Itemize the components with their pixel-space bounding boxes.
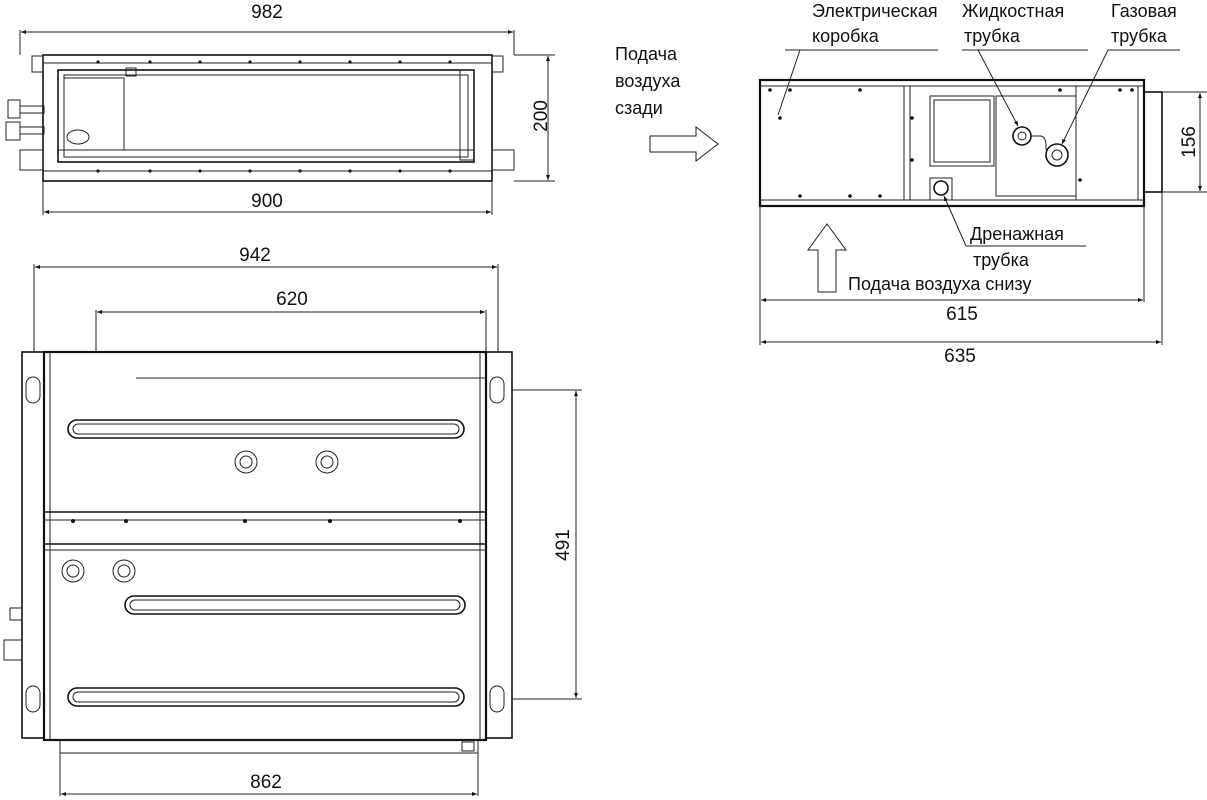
side-view: Электрическая коробка Жидкостная трубка … <box>758 1 1207 367</box>
rear-air-line-3: сзади <box>615 98 663 118</box>
bottom-air-arrow-icon <box>807 223 847 293</box>
electrical-box-line-2: коробка <box>812 26 880 46</box>
rear-air-line-2: воздуха <box>615 71 681 91</box>
dim-side-height: 156 <box>1179 126 1200 158</box>
electrical-box-line-1: Электрическая <box>812 1 938 21</box>
dim-bottom-depth: 491 <box>553 529 574 561</box>
front-view: 982 200 900 <box>5 2 555 215</box>
dim-front-top-width: 982 <box>251 2 283 23</box>
gas-pipe-line-2: трубка <box>1111 26 1168 46</box>
dim-side-inner-length: 615 <box>946 304 978 325</box>
rear-air-arrow-icon <box>649 125 719 163</box>
bottom-view: 942 620 491 862 <box>3 245 582 796</box>
rear-air-line-1: Подача <box>615 44 678 64</box>
liquid-pipe-line-2: трубка <box>964 26 1021 46</box>
drain-pipe-line-2: трубка <box>973 250 1030 270</box>
dim-bottom-base-width: 862 <box>250 772 282 793</box>
dim-side-outer-length: 635 <box>944 346 976 367</box>
rear-air-label: Подача воздуха сзади <box>615 44 681 118</box>
dim-front-height: 200 <box>531 100 552 132</box>
bottom-air-label: Подача воздуха снизу <box>848 274 1031 294</box>
gas-pipe-line-1: Газовая <box>1111 1 1177 21</box>
drain-pipe-line-1: Дренажная <box>970 224 1064 244</box>
dim-bottom-inner-width: 620 <box>276 289 308 310</box>
dim-front-bottom-width: 900 <box>251 191 283 212</box>
liquid-pipe-line-1: Жидкостная <box>962 1 1064 21</box>
dim-bottom-outer-width: 942 <box>239 245 271 266</box>
